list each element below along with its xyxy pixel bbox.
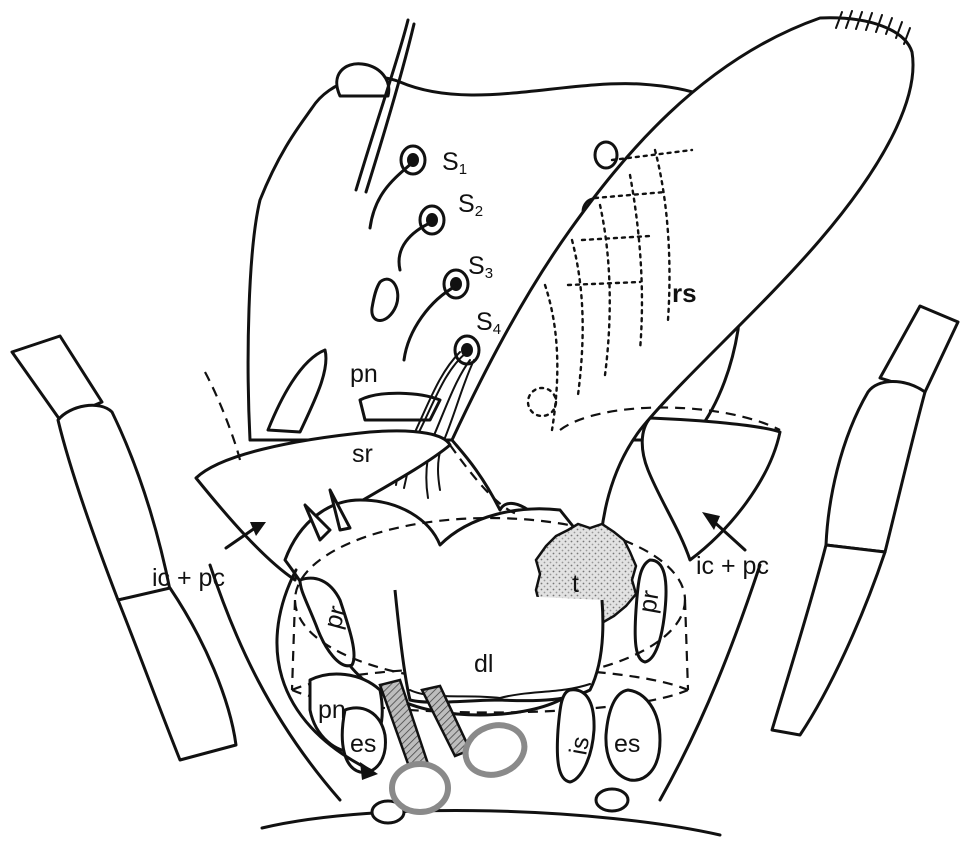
pelvic-outline (262, 810, 720, 835)
label-es-left: es (350, 730, 376, 758)
label-pn-lower: pn (318, 696, 346, 724)
label-sr: sr (352, 440, 373, 468)
right-leg (772, 306, 958, 735)
label-es-right: es (614, 730, 640, 758)
label-t: t (572, 570, 579, 598)
right-iliac-crest (642, 418, 780, 560)
label-rs: rs (672, 278, 697, 308)
rectum-lower (395, 590, 603, 702)
label-ic-pc-left: ic + pc (152, 564, 225, 592)
label-dl: dl (474, 650, 493, 678)
label-ic-pc-right: ic + pc (696, 552, 769, 580)
left-leg (12, 336, 236, 760)
label-pn-upper: pn (350, 360, 378, 388)
